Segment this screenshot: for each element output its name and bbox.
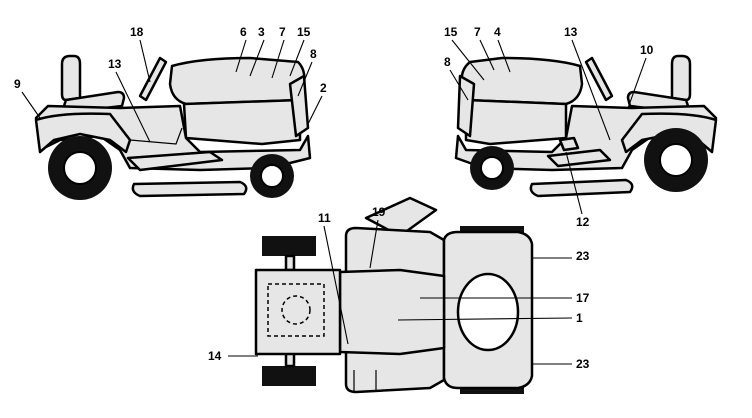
- footrest: [546, 148, 612, 168]
- callout-15: 15: [297, 25, 311, 39]
- leader-4: [497, 39, 511, 73]
- callout-7: 7: [474, 25, 481, 39]
- rear-wheel-hub: [659, 143, 693, 177]
- right-view-callouts: 15 7 4 13 8 10 12: [444, 25, 654, 229]
- leader-12: [565, 151, 583, 215]
- leader-15: [289, 39, 305, 77]
- footrest: [126, 150, 224, 172]
- leader-1: [397, 317, 573, 321]
- right-side-view-tractor: [454, 54, 718, 198]
- leader-9: [21, 91, 41, 119]
- callout-23-bottom: 23: [576, 357, 590, 371]
- hood-top: [168, 56, 306, 106]
- leader-13: [571, 39, 611, 141]
- front-wheel-hub: [260, 164, 284, 188]
- steering-wheel: [138, 56, 168, 102]
- seat-outline: [267, 283, 325, 337]
- hood-side: [182, 98, 302, 146]
- callout-4: 4: [494, 25, 501, 39]
- callout-10: 10: [640, 43, 654, 57]
- leader-7: [271, 39, 285, 79]
- leader-7: [479, 39, 495, 71]
- leader-8: [297, 61, 313, 97]
- rear-fender: [34, 112, 132, 154]
- callout-19: 19: [372, 205, 386, 219]
- leader-18: [139, 39, 151, 83]
- callout-13: 13: [564, 25, 578, 39]
- steering-wheel: [584, 56, 614, 102]
- axle-upper: [284, 254, 296, 272]
- hood-side: [464, 98, 568, 146]
- callout-13: 13: [108, 57, 122, 71]
- leader-10: [627, 57, 647, 109]
- leader-2: [307, 95, 323, 125]
- left-view-callouts: 18 6 3 7 15 8 9 13 2: [14, 25, 327, 143]
- callout-14: 14: [208, 349, 222, 363]
- callout-15: 15: [444, 25, 458, 39]
- mower-deck: [529, 178, 634, 198]
- callout-8: 8: [310, 47, 317, 61]
- mower-deck: [131, 180, 248, 198]
- top-view-tractor: [254, 196, 534, 394]
- callout-3: 3: [258, 25, 265, 39]
- leader-6: [235, 39, 247, 73]
- left-side-view-tractor: [34, 54, 312, 200]
- hood-oval: [456, 272, 520, 352]
- front-wheel-hub: [480, 156, 504, 180]
- leader-11: [323, 225, 349, 345]
- body-stripe: [129, 127, 183, 145]
- callout-18: 18: [130, 25, 144, 39]
- rear-wheel-hub: [63, 151, 97, 185]
- seat-back: [60, 54, 82, 102]
- leader-15: [451, 39, 485, 81]
- seat-circle: [281, 295, 311, 325]
- callout-17: 17: [576, 291, 590, 305]
- grille: [288, 74, 310, 138]
- lift-lever: [558, 136, 580, 152]
- leader-8: [449, 69, 469, 101]
- rear-right-tire: [262, 366, 316, 386]
- seat-block: [254, 268, 342, 356]
- mid-body: [338, 268, 446, 356]
- leader-3: [249, 39, 265, 77]
- leader-19: [369, 219, 379, 269]
- grille: [456, 74, 476, 138]
- top-view-callouts: 11 19 23 17 1 14 23: [208, 205, 590, 371]
- hood-top: [460, 56, 584, 106]
- callout-1: 1: [576, 311, 583, 325]
- callout-6: 6: [240, 25, 247, 39]
- callout-12: 12: [576, 215, 590, 229]
- callout-8: 8: [444, 55, 451, 69]
- rear-left-tire: [262, 236, 316, 256]
- callout-23-top: 23: [576, 249, 590, 263]
- callout-11: 11: [318, 211, 331, 225]
- callout-9: 9: [14, 77, 21, 91]
- seat-back: [670, 54, 692, 102]
- leader-13: [115, 71, 151, 143]
- callout-7: 7: [279, 25, 286, 39]
- callout-2: 2: [320, 81, 327, 95]
